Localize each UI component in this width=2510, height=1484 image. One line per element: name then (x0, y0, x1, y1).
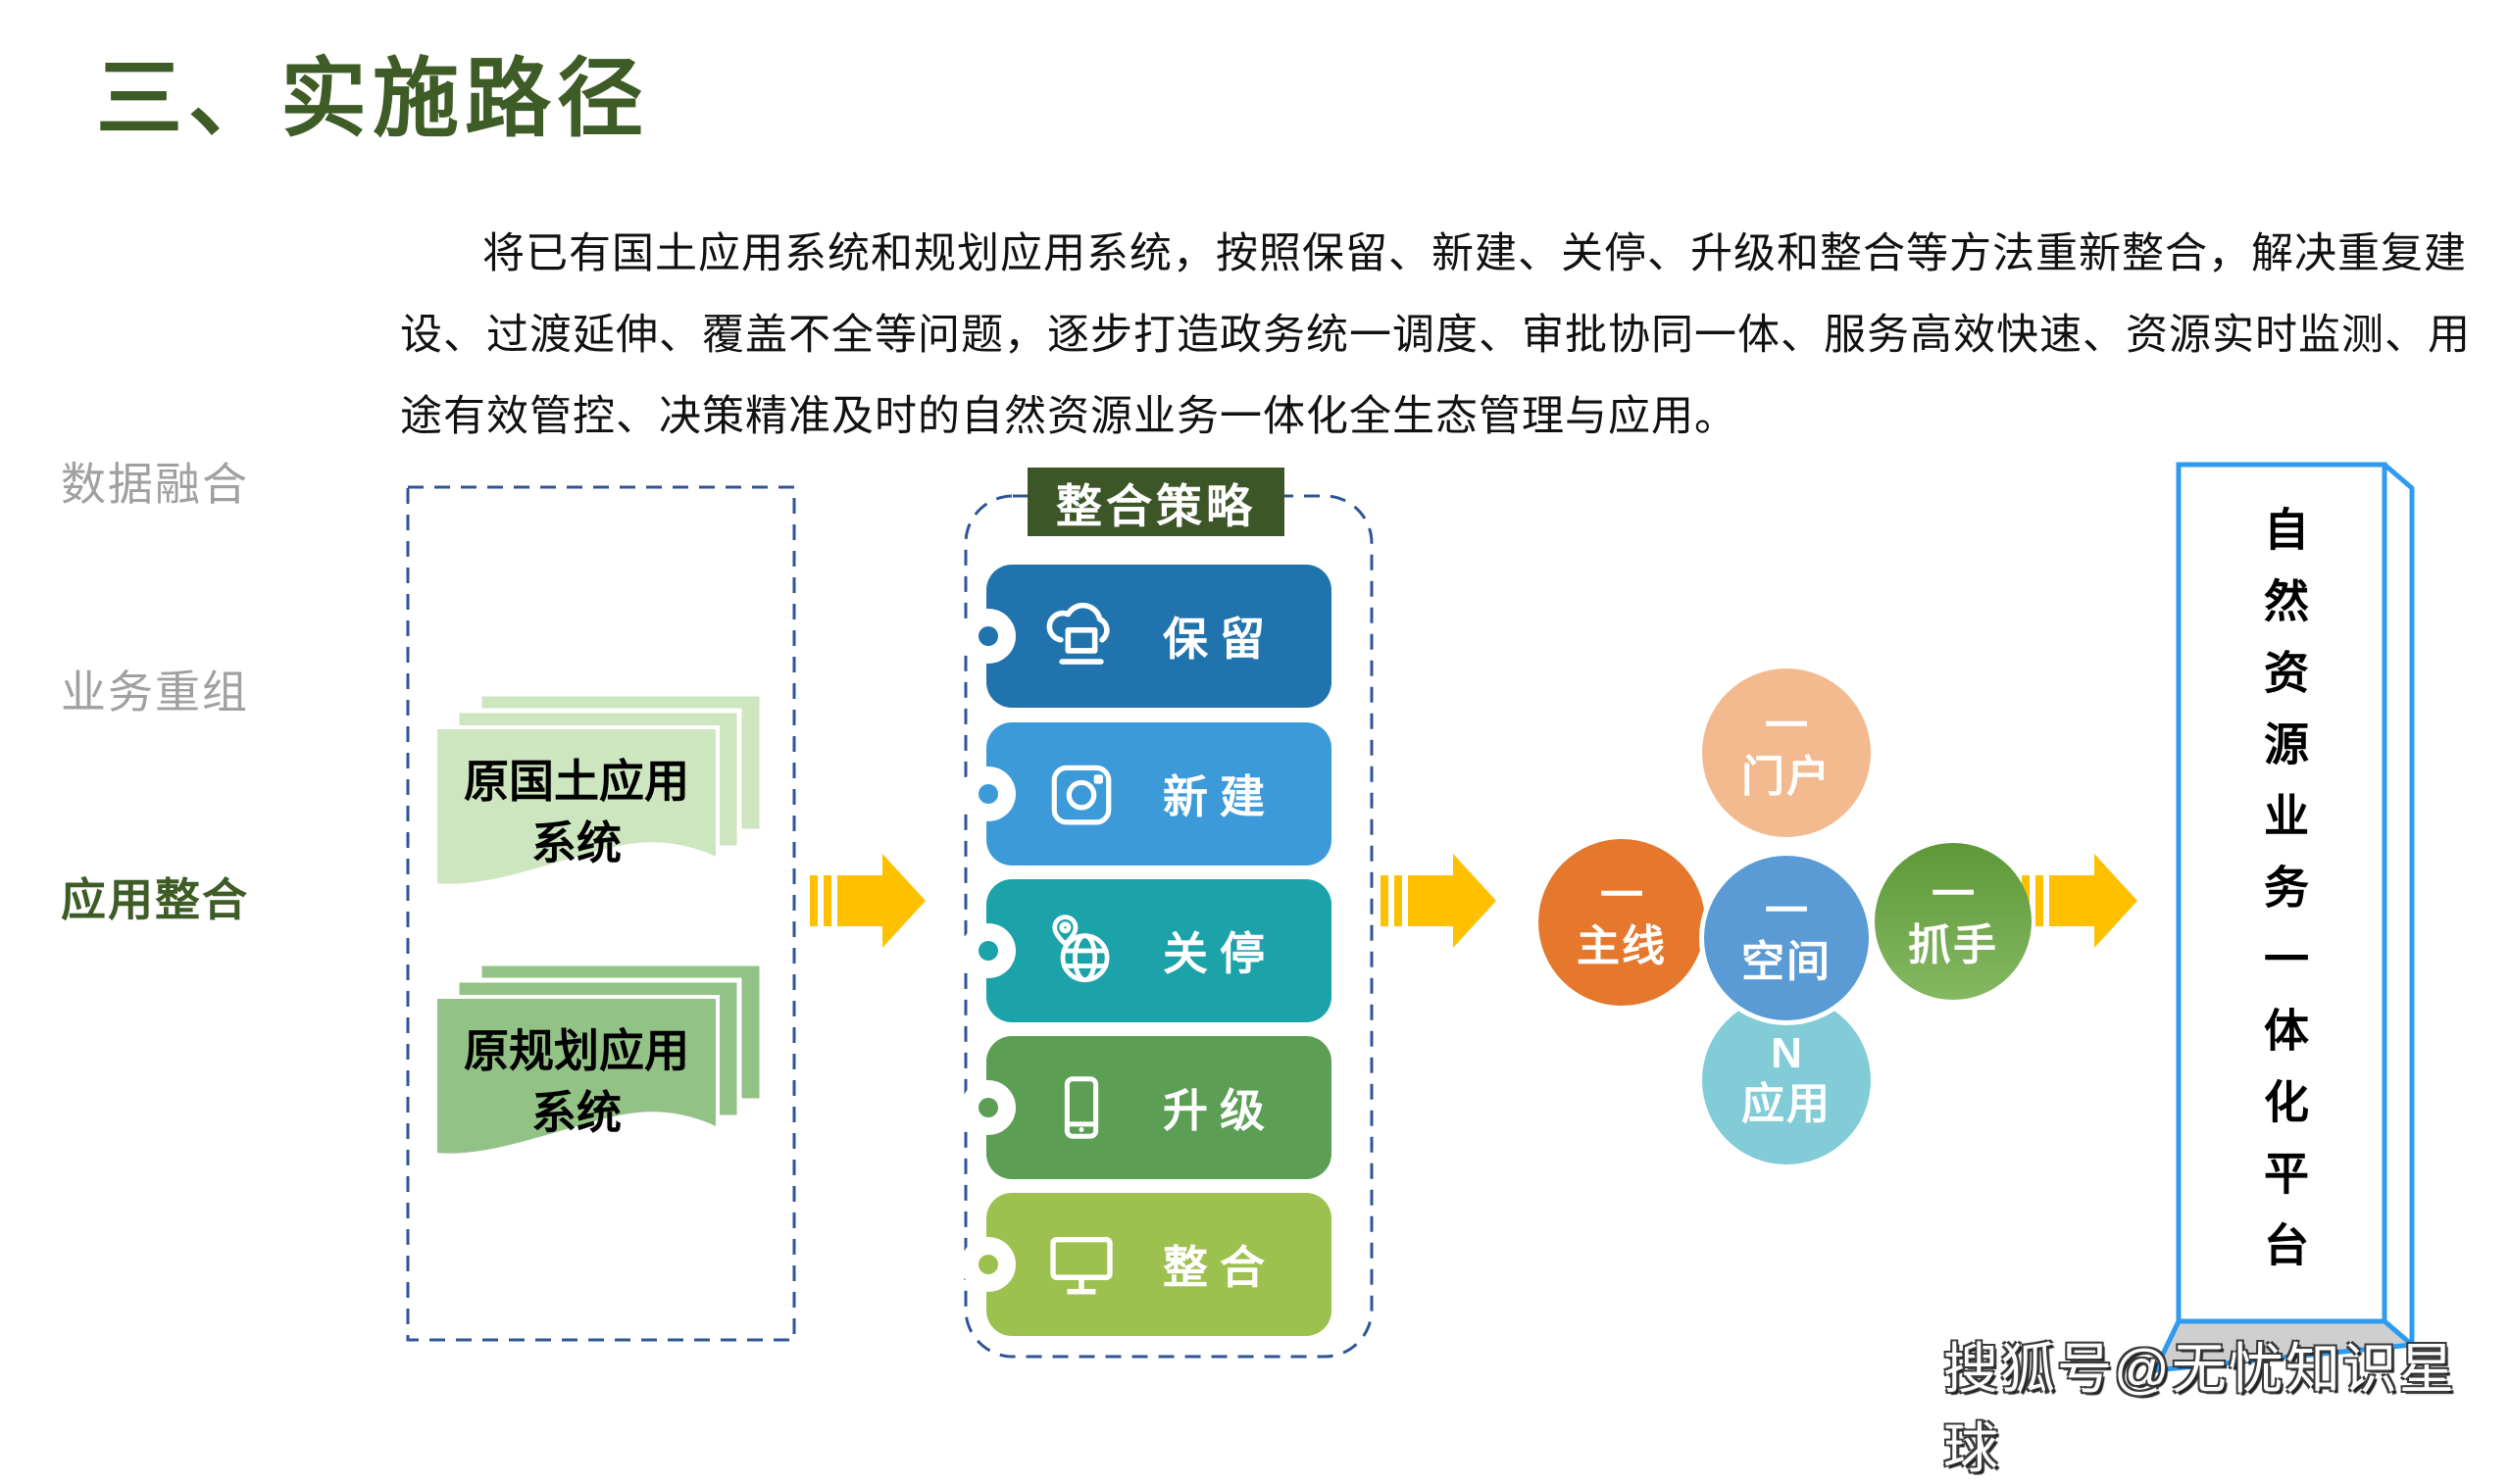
card-front (433, 995, 720, 1158)
strategy-item-label: 整合 (1163, 1242, 1277, 1293)
source-system-card-planning: 原规划应用 系统 (433, 961, 768, 1185)
notch-dot (979, 941, 998, 961)
arrow-shape (2022, 854, 2137, 948)
strategy-item-label: 新建 (1163, 771, 1277, 822)
circle-one-space: 一 空间 (1699, 851, 1874, 1025)
card-stack-shape (433, 961, 765, 1158)
striped-right-arrow-icon (1380, 854, 1496, 948)
intro-line-3: 途有效管控、决策精准及时的自然资源业务一体化全生态管理与应用。 (400, 393, 1737, 440)
intro-line-1: 将已有国土应用系统和规划应用系统，按照保留、新建、关停、升级和整合等方法重新整合… (482, 230, 2467, 277)
notch-dot (979, 1098, 998, 1117)
source-system-card-land: 原国土应用 系统 (433, 691, 768, 915)
strategy-item-integrate: 整合 (961, 1193, 1331, 1336)
camera-icon (1041, 754, 1122, 834)
watermark: 搜狐号@无忧知识星球 (1943, 1338, 2456, 1479)
circle-line1: 一 (1932, 870, 1975, 918)
platform-box-side (2382, 462, 2415, 1348)
notch-dot (979, 626, 998, 646)
circle-line2: 门户 (1741, 753, 1832, 801)
platform-3d-box (2152, 462, 2415, 1373)
striped-right-arrow-icon (2022, 854, 2137, 948)
card-label-line2: 系统 (531, 817, 622, 868)
intro-paragraph: 将已有国土应用系统和规划应用系统，按照保留、新建、关停、升级和整合等方法重新整合… (400, 214, 2488, 458)
smartphone-icon (1041, 1067, 1122, 1148)
notch-dot (979, 1255, 998, 1274)
card-front (433, 725, 720, 888)
strategy-header-label: 整合策略 (1056, 479, 1256, 532)
notch-dot (979, 784, 998, 804)
circle-line1: 一 (1600, 871, 1643, 919)
arrow-shape (1380, 854, 1496, 948)
card-label-line1: 原国土应用 (464, 756, 689, 807)
notch (961, 767, 1016, 821)
platform-box-label: 自然资源业务一体化平台 (2258, 506, 2309, 1293)
notch (961, 1237, 1016, 1292)
platform-box-front (2176, 462, 2387, 1324)
cloud-laptop-icon (1041, 596, 1122, 676)
notch (961, 1080, 1016, 1135)
circle-line1: N (1771, 1029, 1802, 1077)
strategy-item-upgrade: 升级 (961, 1036, 1331, 1179)
circle-line1: 一 (1765, 887, 1808, 935)
strategy-header: 整合策略 (1028, 468, 1284, 536)
strategy-item-retain: 保留 (961, 565, 1331, 708)
arrow-shape (810, 854, 926, 948)
circle-one-handle: 一 抓手 (1875, 843, 2032, 1000)
stage-label-business-restructure: 业务重组 (61, 667, 249, 717)
card-stack-shape (433, 691, 765, 888)
card-label: 原规划应用 系统 (434, 1020, 719, 1144)
striped-right-arrow-icon (810, 854, 926, 948)
strategy-item-create: 新建 (961, 722, 1331, 866)
stage-label-app-integration: 应用整合 (61, 874, 249, 925)
notch (961, 609, 1016, 664)
circle-line2: 空间 (1741, 938, 1832, 986)
globe-pin-icon (1041, 911, 1122, 991)
card-label-line2: 系统 (531, 1087, 622, 1138)
circle-line2: 主线 (1577, 922, 1667, 970)
circle-line2: 应用 (1741, 1080, 1832, 1128)
card-label: 原国土应用 系统 (434, 751, 719, 874)
strategy-item-label: 保留 (1163, 614, 1277, 665)
stage-label-data-fusion: 数据融合 (61, 459, 249, 510)
strategy-item-label: 升级 (1163, 1085, 1277, 1136)
page-title: 三、实施路径 (96, 50, 650, 147)
circle-one-portal: 一 门户 (1702, 668, 1871, 837)
strategy-item-shutdown: 关停 (961, 879, 1331, 1022)
circle-line2: 抓手 (1908, 921, 1998, 969)
circle-one-mainline: 一 主线 (1538, 839, 1705, 1006)
circle-line1: 一 (1765, 702, 1808, 750)
notch (961, 923, 1016, 978)
monitor-icon (1041, 1224, 1122, 1305)
intro-line-2: 设、过渡延伸、覆盖不全等问题，逐步打造政务统一调度、审批协同一体、服务高效快速、… (400, 312, 2471, 359)
card-label-line1: 原规划应用 (464, 1025, 689, 1076)
strategy-item-label: 关停 (1163, 928, 1277, 979)
